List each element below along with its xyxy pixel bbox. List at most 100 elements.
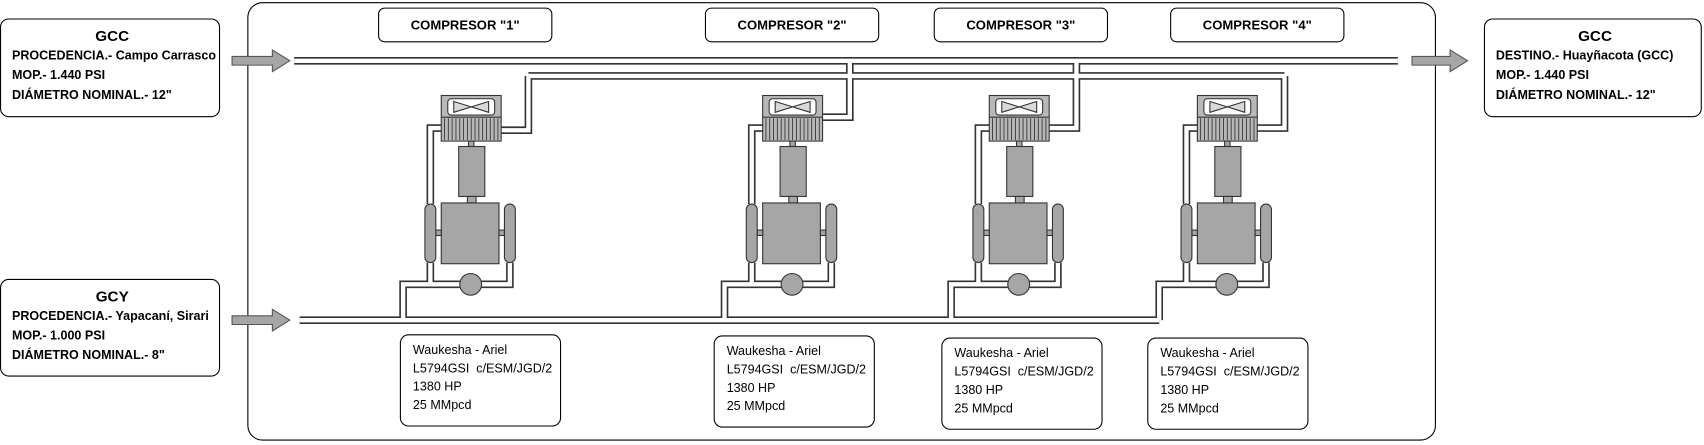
compressor-3-power: 1380 HP bbox=[954, 384, 1004, 398]
compressor-3-left-cylinder bbox=[972, 203, 985, 264]
compressor-4-engine bbox=[1214, 145, 1242, 197]
compressor-4-info: Waukesha - Ariel L5794GSI c/ESM/JGD/2 13… bbox=[1147, 337, 1309, 430]
compressor-3-suction-branch-pipe-outline bbox=[947, 280, 1008, 321]
compressor-2-suction-branch-pipe bbox=[722, 282, 782, 321]
compressor-3-info: Waukesha - Ariel L5794GSI c/ESM/JGD/2 13… bbox=[941, 337, 1103, 430]
compressor-3-cooler-fins bbox=[992, 118, 1047, 141]
destination-gcc-mop: MOP.- 1.440 PSI bbox=[1495, 69, 1589, 83]
compressor-2-info: Waukesha - Ariel L5794GSI c/ESM/JGD/2 13… bbox=[713, 335, 875, 428]
compressor-3-compressor-frame bbox=[988, 202, 1048, 265]
source-gcc-mop: MOP.- 1.440 PSI bbox=[11, 69, 106, 83]
compressor-1-right-cylinder bbox=[503, 203, 516, 264]
compressor-1-cooler-fins bbox=[444, 118, 499, 141]
compressor-3-discharge-pipe bbox=[1049, 60, 1079, 131]
compressor-4-suction-branch-pipe bbox=[1157, 282, 1216, 321]
gcc-outlet-arrow-icon bbox=[1411, 48, 1469, 73]
compressor-4-left-rod bbox=[1191, 229, 1198, 237]
compressor-3-discharge-pipe-outline bbox=[1049, 60, 1081, 132]
compressor-4-left-cylinder bbox=[1180, 203, 1193, 264]
compressor-2-power: 1380 HP bbox=[726, 382, 776, 396]
compressor-4-discharge-pipe bbox=[1257, 75, 1287, 131]
compressor-1-right-cylinder-pipe-outline bbox=[481, 262, 514, 289]
compressor-1-power: 1380 HP bbox=[412, 380, 462, 394]
compressor-4-right-cylinder-pipe-outline bbox=[1237, 262, 1270, 289]
compressor-3-right-rod bbox=[1046, 229, 1054, 237]
compressor-2-right-cylinder bbox=[825, 203, 838, 264]
compressor-2-left-cylinder bbox=[745, 203, 758, 264]
compressor-1-cooler-stub bbox=[467, 140, 475, 148]
compressor-4-scrubber bbox=[1215, 272, 1239, 296]
compressor-2-discharge-pipe-outline bbox=[822, 60, 854, 122]
compressor-4-shaft bbox=[1222, 195, 1233, 204]
compressor-4-right-cylinder-pipe bbox=[1237, 262, 1269, 287]
compressor-3-scrubber bbox=[1007, 272, 1031, 296]
compressor-3-inlet-pipe bbox=[976, 125, 990, 205]
compressor-3-capacity: 25 MMpcd bbox=[954, 402, 1013, 416]
destination-gcc-title: GCC bbox=[1578, 27, 1612, 45]
compressor-1-inlet-pipe bbox=[428, 125, 442, 205]
equipment-layer bbox=[424, 94, 1272, 296]
compressor-2-right-cylinder-pipe bbox=[802, 262, 834, 287]
compressor-1-left-cylinder bbox=[424, 203, 437, 264]
compressor-1-model: L5794GSI c/ESM/JGD/2 bbox=[412, 362, 553, 376]
compressor-4-label: COMPRESOR "4" bbox=[1170, 7, 1345, 43]
gcy-inlet-arrow-icon bbox=[231, 308, 291, 332]
compressor-3-suction-branch-pipe bbox=[948, 282, 1008, 321]
compressor-3-model: L5794GSI c/ESM/JGD/2 bbox=[954, 365, 1094, 379]
compressor-1-engine bbox=[458, 145, 486, 197]
destination-gcc-diameter: DIÁMETRO NOMINAL.- 12" bbox=[1495, 88, 1656, 103]
pipe-bores bbox=[294, 58, 1398, 323]
compressor-4-capacity: 25 MMpcd bbox=[1160, 402, 1219, 416]
compressor-1-scrubber bbox=[459, 272, 483, 296]
compressor-1-info: Waukesha - Ariel L5794GSI c/ESM/JGD/2 13… bbox=[399, 334, 562, 427]
compressor-2-suction-branch-pipe-outline bbox=[720, 280, 782, 321]
compressor-4-brand: Waukesha - Ariel bbox=[1160, 347, 1255, 361]
compressor-2-scrubber bbox=[780, 272, 804, 296]
compressor-4-fan-icon bbox=[1209, 100, 1246, 114]
source-gcc-diameter: DIÁMETRO NOMINAL.- 12" bbox=[11, 88, 172, 103]
compressor-4-inlet-pipe bbox=[1184, 125, 1198, 205]
compressor-2-right-cylinder-pipe-outline bbox=[802, 262, 836, 289]
compressor-3-unit bbox=[972, 94, 1064, 296]
compressor-1-shaft bbox=[466, 195, 477, 204]
compressor-2-shaft bbox=[788, 195, 799, 204]
compressor-1-compressor-frame bbox=[440, 202, 500, 265]
destination-gcc-box: GCC DESTINO.- Huayñacota (GCC) MOP.- 1.4… bbox=[1483, 18, 1702, 118]
compressor-2-engine bbox=[779, 145, 807, 197]
compressor-2-model: L5794GSI c/ESM/JGD/2 bbox=[726, 363, 866, 377]
source-gcy-title: GCY bbox=[95, 287, 129, 305]
compressor-2-right-rod bbox=[819, 229, 827, 237]
compressor-1-right-rod bbox=[498, 229, 505, 237]
compressor-3-brand: Waukesha - Ariel bbox=[954, 347, 1049, 361]
compressor-2-left-rod bbox=[756, 229, 764, 237]
compressor-3-right-cylinder-pipe bbox=[1029, 262, 1061, 287]
compressor-3-fan-icon bbox=[1001, 100, 1038, 114]
gcc-inlet-arrow-icon bbox=[231, 48, 291, 73]
destination-gcc-target: DESTINO.- Huayñacota (GCC) bbox=[1495, 49, 1674, 63]
source-gcc-title: GCC bbox=[95, 27, 130, 45]
compressor-2-capacity: 25 MMpcd bbox=[726, 400, 786, 414]
compressor-2-brand: Waukesha - Ariel bbox=[726, 345, 821, 359]
compressor-1-discharge-pipe-outline bbox=[501, 75, 533, 135]
compressor-4-cooler-stub bbox=[1224, 140, 1231, 148]
compressor-2-cooler-fins bbox=[765, 118, 820, 141]
compressor-1-discharge-pipe bbox=[501, 75, 531, 133]
compressor-1-label: COMPRESOR "1" bbox=[378, 7, 553, 43]
source-gcc-origin: PROCEDENCIA.- Campo Carrasco bbox=[11, 49, 216, 63]
compressor-1-suction-branch-pipe-outline bbox=[399, 280, 460, 321]
source-gcy-mop: MOP.- 1.000 PSI bbox=[11, 329, 106, 343]
compressor-1-left-rod bbox=[435, 229, 442, 237]
compressor-3-right-cylinder-pipe-outline bbox=[1029, 262, 1062, 289]
compressor-2-compressor-frame bbox=[762, 202, 821, 265]
compressor-1-brand: Waukesha - Ariel bbox=[412, 344, 508, 358]
compressor-4-power: 1380 HP bbox=[1160, 384, 1210, 398]
compressor-4-cooler-fins bbox=[1200, 118, 1255, 141]
compressor-4-unit bbox=[1180, 94, 1272, 296]
compressor-2-cooler-stub bbox=[789, 140, 796, 148]
compressor-3-label: COMPRESOR "3" bbox=[933, 7, 1109, 43]
compressor-3-engine bbox=[1006, 145, 1034, 197]
compressor-3-cooler-stub bbox=[1015, 140, 1023, 148]
source-gcc-box: GCC PROCEDENCIA.- Campo Carrasco MOP.- 1… bbox=[0, 18, 221, 118]
source-gcy-diameter: DIÁMETRO NOMINAL.- 8" bbox=[11, 349, 165, 363]
